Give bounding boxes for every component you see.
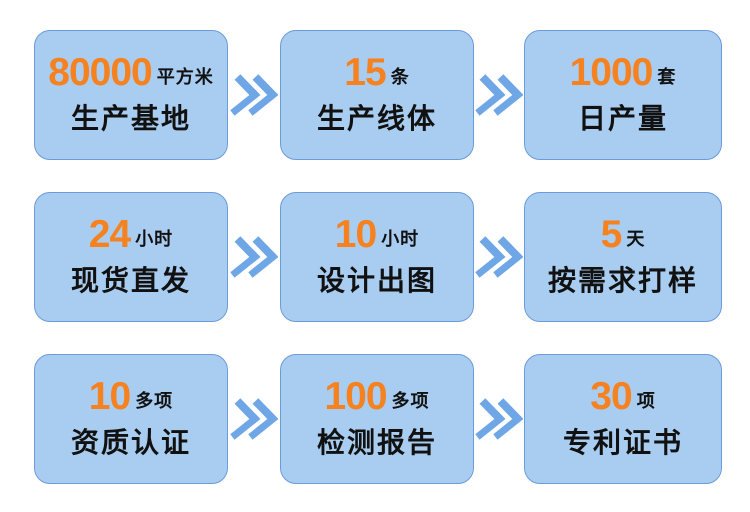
double-chevron-right-icon [230,74,278,116]
stat-card-production-base: 80000 平方米 生产基地 [34,30,228,160]
arrow-cell [474,30,524,160]
stat-grid: 80000 平方米 生产基地 15 条 生产线体 [34,30,722,484]
stat-line: 30 项 [590,375,656,419]
stat-card-qualifications: 10 多项 资质认证 [34,354,228,484]
double-chevron-right-icon [475,74,523,116]
stat-unit: 平方米 [156,66,214,87]
stat-card-test-reports: 100 多项 检测报告 [280,354,474,484]
stat-card-daily-output: 1000 套 日产量 [524,30,722,160]
stat-label: 设计出图 [316,264,437,296]
stat-unit: 多项 [391,390,430,411]
stat-label: 日产量 [577,102,668,134]
double-chevron-right-icon [230,236,278,278]
stat-unit: 条 [390,66,410,87]
stat-line: 100 多项 [324,375,430,419]
stat-label: 检测报告 [316,426,437,458]
stat-number: 10 [334,213,377,257]
stat-number: 10 [88,375,131,419]
stat-card-production-lines: 15 条 生产线体 [280,30,474,160]
stat-number: 5 [600,213,623,257]
stat-number: 100 [324,375,387,419]
stat-line: 5 天 [600,213,646,257]
stat-unit: 项 [636,390,656,411]
stat-card-design-output: 10 小时 设计出图 [280,192,474,322]
stat-line: 24 小时 [88,213,174,257]
stat-unit: 小时 [135,228,174,249]
stat-line: 80000 平方米 [48,51,214,95]
stat-number: 24 [88,213,131,257]
stat-unit: 小时 [381,228,420,249]
stat-label: 按需求打样 [547,264,698,296]
arrow-cell [474,192,524,322]
arrow-cell [228,192,280,322]
stat-label: 资质认证 [70,426,191,458]
stat-line: 1000 套 [569,51,677,95]
stat-card-stock-delivery: 24 小时 现货直发 [34,192,228,322]
arrow-cell [228,30,280,160]
stat-card-sampling: 5 天 按需求打样 [524,192,722,322]
stat-number: 80000 [48,51,152,95]
stat-unit: 多项 [135,390,174,411]
stat-number: 30 [590,375,632,419]
stat-number: 1000 [569,51,654,95]
stat-number: 15 [344,51,386,95]
stat-card-patents: 30 项 专利证书 [524,354,722,484]
stat-line: 10 小时 [334,213,420,257]
stat-label: 生产线体 [316,102,437,134]
stat-label: 现货直发 [70,264,191,296]
arrow-cell [228,354,280,484]
stat-unit: 天 [626,228,646,249]
arrow-cell [474,354,524,484]
double-chevron-right-icon [475,398,523,440]
stat-line: 10 多项 [88,375,174,419]
stat-label: 专利证书 [562,426,683,458]
double-chevron-right-icon [230,398,278,440]
stat-line: 15 条 [344,51,410,95]
double-chevron-right-icon [475,236,523,278]
stat-unit: 套 [657,66,677,87]
stat-label: 生产基地 [70,102,191,134]
